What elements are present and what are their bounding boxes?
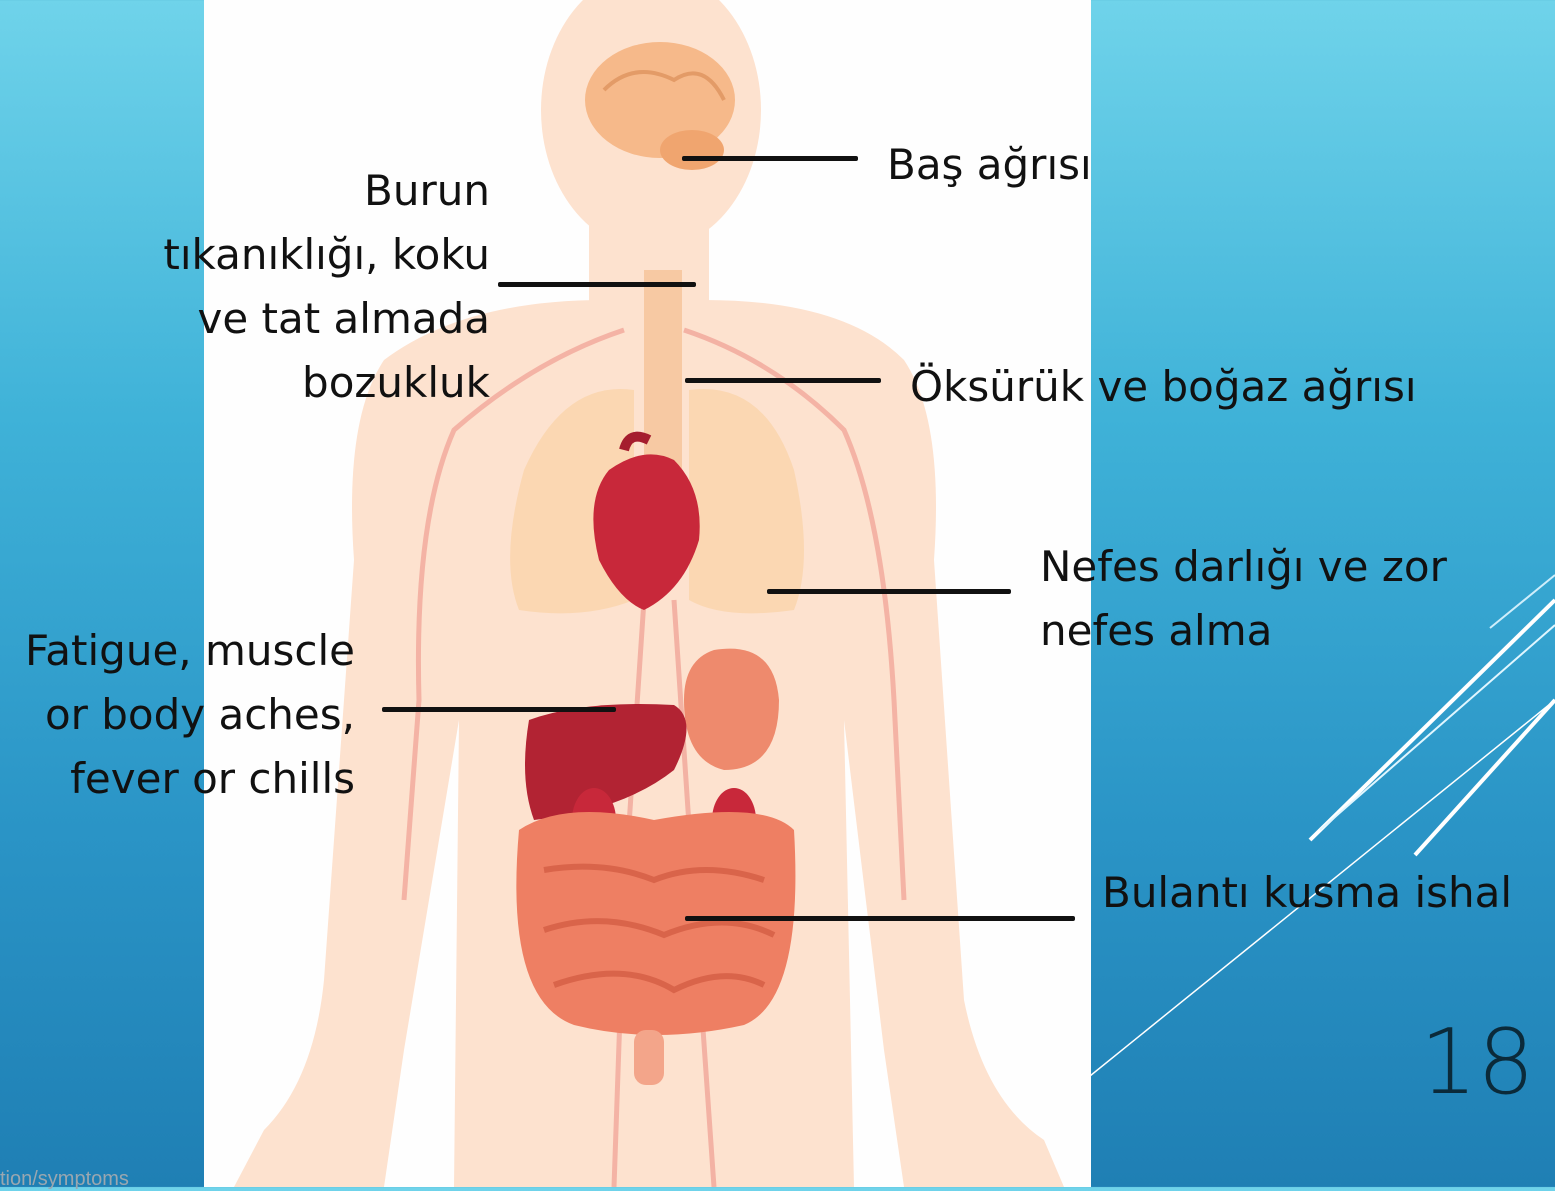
fatigue-label-line-2: or body aches, [0, 683, 355, 747]
fatigue-connector-line [382, 707, 616, 712]
nose-label-line-4: bozukluk [100, 351, 490, 415]
fatigue-label-line-1: Fatigue, muscle [0, 619, 355, 683]
nose-connector-line [498, 282, 696, 287]
nausea-label: Bulantı kusma ishal [1102, 861, 1512, 925]
cough-label: Öksürük ve boğaz ağrısı [910, 355, 1417, 419]
source-url-fragment: tion/symptoms [0, 1168, 129, 1191]
cough-connector-line [685, 378, 881, 383]
fatigue-label: Fatigue, muscle or body aches, fever or … [0, 619, 355, 811]
breath-label: Nefes darlığı ve zor nefes alma [1040, 535, 1447, 663]
nose-label-line-1: Burun [100, 159, 490, 223]
nose-label: Burun tıkanıklığı, koku ve tat almada bo… [100, 159, 490, 415]
breath-label-line-2: nefes alma [1040, 599, 1447, 663]
nose-label-line-2: tıkanıklığı, koku [100, 223, 490, 287]
headache-label: Baş ağrısı [887, 133, 1092, 197]
breath-connector-line [767, 589, 1011, 594]
breath-label-line-1: Nefes darlığı ve zor [1040, 535, 1447, 599]
page-number: 18 [1420, 1010, 1535, 1115]
nose-label-line-3: ve tat almada [100, 287, 490, 351]
nausea-connector-line [685, 916, 1075, 921]
headache-connector-line [682, 156, 858, 161]
fatigue-label-line-3: fever or chills [0, 747, 355, 811]
